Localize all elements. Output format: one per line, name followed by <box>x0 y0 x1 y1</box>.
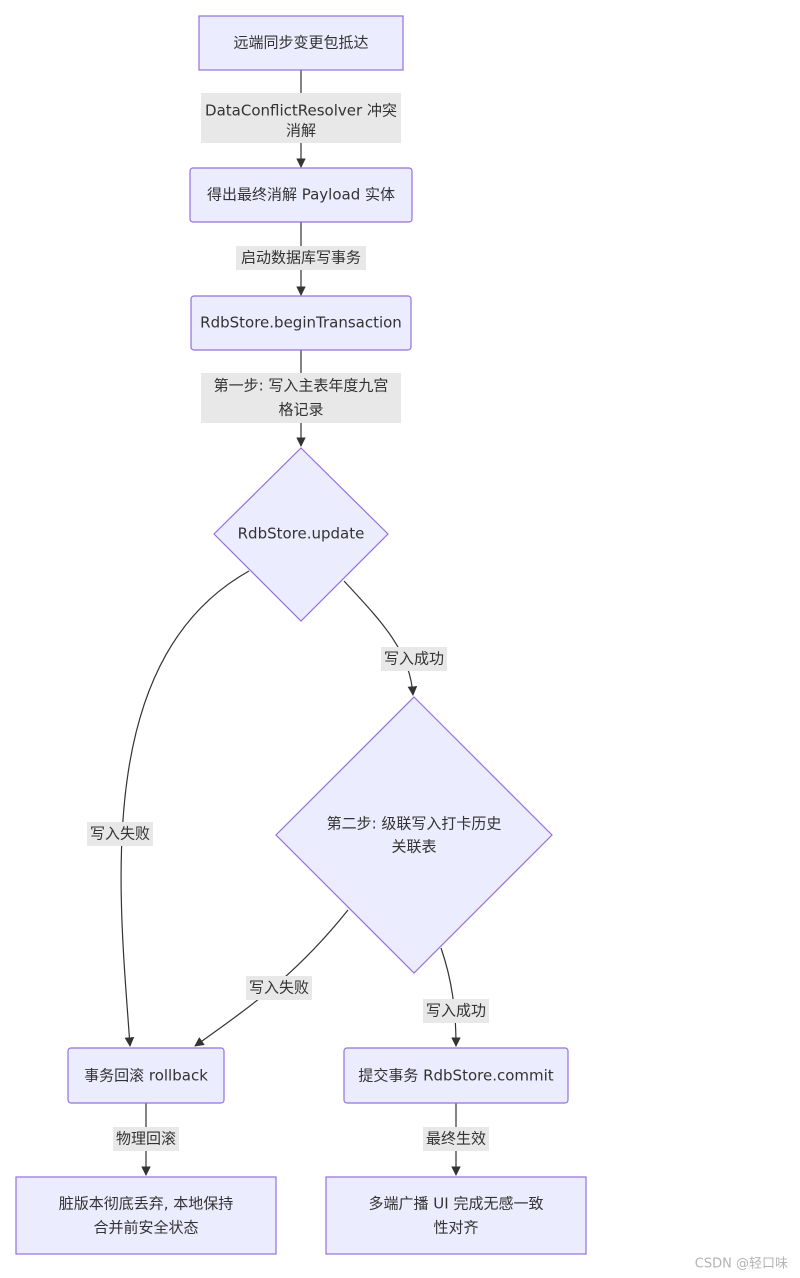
node-n7-line-1: 提交事务 RdbStore.commit <box>358 1067 553 1085</box>
nodes: 远端同步变更包抵达 得出最终消解 Payload 实体 RdbStore.beg… <box>15 15 587 1255</box>
node-n7: 提交事务 RdbStore.commit <box>343 1047 569 1104</box>
edge-label-e8-line-1: 物理回滚 <box>116 1130 176 1148</box>
node-n1-line-1: 远端同步变更包抵达 <box>233 34 368 52</box>
node-n3: RdbStore.beginTransaction <box>190 295 412 351</box>
node-n6-line-1: 事务回滚 rollback <box>84 1067 208 1085</box>
edge-label-e5: 写入成功 <box>381 647 447 671</box>
edge-n5-n7 <box>440 947 461 1047</box>
edge-label-e6: 写入失败 <box>246 976 312 1000</box>
node-n4: RdbStore.update <box>213 447 389 622</box>
node-n1: 远端同步变更包抵达 <box>198 15 404 71</box>
edge-n4-n5 <box>343 580 418 696</box>
edges <box>120 70 461 1176</box>
edge-label-e9-line-1: 最终生效 <box>426 1130 486 1148</box>
edge-label-e6-line-1: 写入失败 <box>249 979 309 997</box>
edge-label-e3-line-2: 格记录 <box>278 401 323 419</box>
node-n5-line-2: 关联表 <box>391 838 436 856</box>
node-n2-line-1: 得出最终消解 Payload 实体 <box>207 186 395 204</box>
edge-label-e4: 写入失败 <box>87 822 153 846</box>
node-n8: 脏版本彻底丢弃, 本地保持 合并前安全状态 <box>15 1176 277 1255</box>
edge-label-e9: 最终生效 <box>423 1127 489 1151</box>
node-n9-line-2: 性对齐 <box>433 1219 478 1237</box>
edge-label-e2-line-1: 启动数据库写事务 <box>241 249 361 267</box>
node-n5-line-1: 第二步: 级联写入打卡历史 <box>327 815 502 833</box>
node-n8-line-2: 合并前安全状态 <box>93 1219 198 1237</box>
edge-label-e5-line-1: 写入成功 <box>384 650 444 668</box>
node-n9-line-1: 多端广播 UI 完成无感一致 <box>369 1195 544 1213</box>
edge-label-e1-line-2: 消解 <box>286 122 316 140</box>
edge-label-e8: 物理回滚 <box>113 1127 179 1151</box>
edge-label-e7: 写入成功 <box>423 999 489 1023</box>
edge-label-e7-line-1: 写入成功 <box>426 1002 486 1020</box>
node-n6: 事务回滚 rollback <box>67 1047 225 1104</box>
edge-label-e1: DataConflictResolver 冲突 消解 <box>201 93 401 143</box>
edge-label-e1-line-1: DataConflictResolver 冲突 <box>205 102 397 120</box>
edge-label-e2: 启动数据库写事务 <box>236 246 366 270</box>
node-n4-line-1: RdbStore.update <box>238 525 365 543</box>
node-n9: 多端广播 UI 完成无感一致 性对齐 <box>325 1176 587 1255</box>
edge-n4-n6 <box>120 570 250 1047</box>
edge-labels: DataConflictResolver 冲突 消解 启动数据库写事务 第一步:… <box>87 93 489 1151</box>
edge-label-e4-line-1: 写入失败 <box>90 825 150 843</box>
edge-label-e3: 第一步: 写入主表年度九宫 格记录 <box>201 373 401 423</box>
node-n5: 第二步: 级联写入打卡历史 关联表 <box>275 696 553 974</box>
node-n8-line-1: 脏版本彻底丢弃, 本地保持 <box>59 1195 234 1213</box>
node-n2: 得出最终消解 Payload 实体 <box>189 167 413 223</box>
edge-label-e3-line-1: 第一步: 写入主表年度九宫 <box>214 377 389 395</box>
node-n3-line-1: RdbStore.beginTransaction <box>200 314 402 332</box>
watermark: CSDN @轻口味 <box>695 1257 788 1272</box>
